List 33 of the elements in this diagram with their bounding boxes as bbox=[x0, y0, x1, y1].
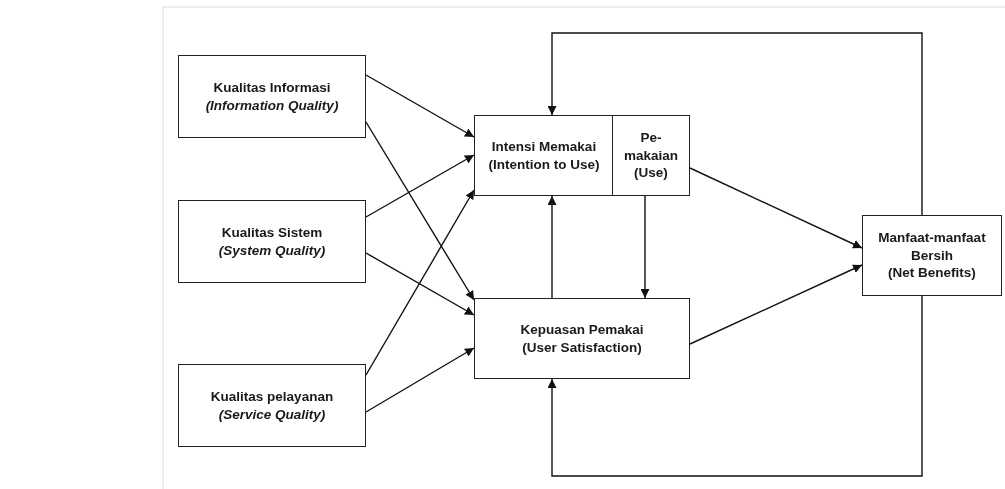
process-box bbox=[178, 200, 366, 283]
node-subtitle: (Intention to Use) bbox=[488, 155, 600, 174]
process-box bbox=[474, 298, 690, 379]
node-subtitle: (System Quality) bbox=[218, 241, 326, 260]
arrow bbox=[547, 32, 923, 216]
node-subtitle: (Net Benefits) bbox=[888, 264, 976, 282]
process-box bbox=[178, 55, 366, 138]
arrow bbox=[547, 295, 923, 477]
node-subtitle: (User Satisfaction) bbox=[522, 338, 642, 357]
arrow bbox=[365, 154, 475, 218]
arrow bbox=[365, 252, 475, 316]
arrow bbox=[547, 195, 557, 299]
node-title: Kepuasan Pemakai bbox=[520, 320, 644, 339]
node-subtitle: (Service Quality) bbox=[218, 405, 326, 424]
arrow bbox=[689, 264, 863, 345]
process-box bbox=[474, 115, 614, 196]
node-subtitle: (Information Quality) bbox=[205, 96, 339, 115]
arrow bbox=[365, 189, 475, 376]
node-subtitle: (Use) bbox=[634, 164, 668, 182]
arrow bbox=[365, 74, 475, 138]
node-title: Intensi Memakai bbox=[491, 137, 597, 156]
node-title: Kualitas pelayanan bbox=[210, 387, 334, 406]
node-title: Pe- makaian bbox=[622, 129, 679, 165]
process-box bbox=[612, 115, 690, 196]
process-box bbox=[862, 215, 1002, 296]
arrow bbox=[640, 195, 650, 299]
node-title: Kualitas Sistem bbox=[221, 223, 323, 242]
arrow bbox=[365, 347, 475, 413]
process-box bbox=[178, 364, 366, 447]
node-title: Kualitas Informasi bbox=[213, 78, 331, 97]
node-title: Manfaat-manfaat Bersih bbox=[877, 229, 987, 265]
arrow bbox=[365, 121, 475, 301]
arrow bbox=[689, 167, 863, 249]
